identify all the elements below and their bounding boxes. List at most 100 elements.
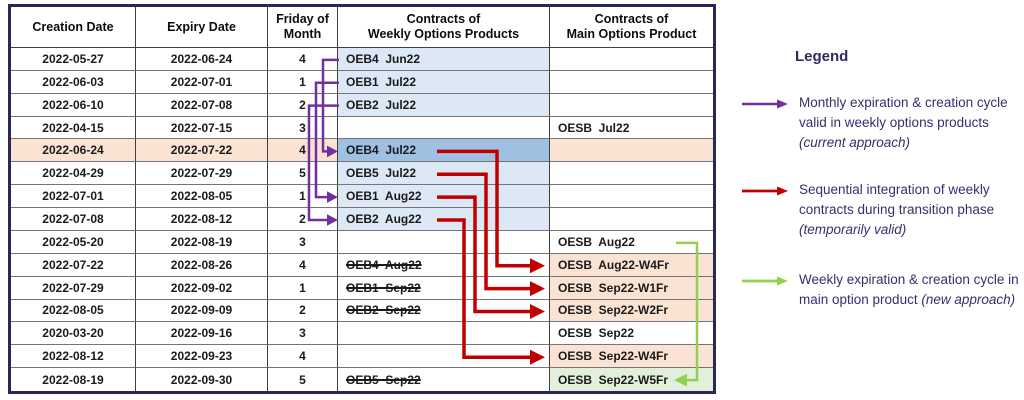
creation-date-cell: 2022-07-29 — [11, 276, 136, 300]
main-contract-cell: OESB Sep22-W5Fr — [550, 368, 713, 391]
expiry-date-cell: 2022-07-08 — [136, 93, 268, 117]
legend-label: Sequential integration of weekly contrac… — [799, 182, 995, 217]
creation-date-cell: 2022-04-29 — [11, 162, 136, 186]
expiry-date-cell: 2022-09-30 — [136, 368, 268, 391]
purple-arrow-icon — [742, 99, 788, 109]
creation-date-cell: 2022-07-22 — [11, 253, 136, 277]
weekly-contract-cell: OEB4 Jun22 — [338, 48, 550, 71]
creation-date-cell: 2022-07-08 — [11, 208, 136, 231]
weekly-contract-cell — [338, 230, 550, 254]
legend-title: Legend — [795, 48, 849, 65]
friday-of-month-cell: 1 — [268, 185, 338, 209]
legend-emphasis: (current approach) — [799, 135, 911, 150]
weekly-contract-cell — [338, 345, 550, 369]
weekly-contract-cell: OEB4 Jul22 — [338, 139, 550, 163]
main-contract-cell — [550, 185, 713, 209]
weekly-contract-cell: OEB1 Aug22 — [338, 185, 550, 209]
expiry-date-cell: 2022-08-19 — [136, 230, 268, 254]
expiry-date-cell: 2022-09-02 — [136, 276, 268, 300]
friday-of-month-cell: 4 — [268, 48, 338, 71]
main-contract-cell: OESB Aug22-W4Fr — [550, 253, 713, 277]
main-contract-cell — [550, 162, 713, 186]
creation-date-cell: 2022-07-01 — [11, 185, 136, 209]
friday-of-month-cell: 4 — [268, 139, 338, 163]
main-contract-cell: OESB Sep22-W4Fr — [550, 345, 713, 369]
creation-date-cell: 2022-08-19 — [11, 368, 136, 391]
main-contract-cell: OESB Jul22 — [550, 117, 713, 140]
expiry-date-cell: 2022-08-26 — [136, 253, 268, 277]
expiry-date-cell: 2022-07-22 — [136, 139, 268, 163]
friday-of-month-cell: 5 — [268, 368, 338, 391]
main-contract-cell — [550, 208, 713, 231]
expiry-date-cell: 2022-06-24 — [136, 48, 268, 71]
creation-date-cell: 2022-06-10 — [11, 93, 136, 117]
friday-of-month-cell: 1 — [268, 70, 338, 94]
friday-of-month-cell: 3 — [268, 322, 338, 346]
legend-emphasis: (new approach) — [921, 292, 1016, 307]
friday-of-month-cell: 3 — [268, 230, 338, 254]
creation-date-cell: 2022-08-12 — [11, 345, 136, 369]
expiry-date-cell: 2022-07-29 — [136, 162, 268, 186]
creation-date-cell: 2022-06-03 — [11, 70, 136, 94]
legend-item-monthly: Monthly expiration & creation cycle vali… — [740, 93, 1024, 153]
column-header: Creation Date — [11, 7, 136, 48]
weekly-contract-cell: OEB5 Sep22 — [338, 368, 550, 391]
weekly-contract-cell: OEB2 Jul22 — [338, 93, 550, 117]
creation-date-cell: 2022-05-27 — [11, 48, 136, 71]
friday-of-month-cell: 5 — [268, 162, 338, 186]
main-contract-cell: OESB Sep22-W1Fr — [550, 276, 713, 300]
weekly-contract-cell — [338, 322, 550, 346]
friday-of-month-cell: 1 — [268, 276, 338, 300]
legend-label: Monthly expiration & creation cycle vali… — [799, 95, 1008, 130]
main-contract-cell: OESB Sep22-W2Fr — [550, 299, 713, 323]
column-header: Contracts of Weekly Options Products — [338, 7, 550, 48]
weekly-contract-cell — [338, 116, 550, 140]
column-header: Expiry Date — [136, 7, 268, 48]
legend-item-text: Sequential integration of weekly contrac… — [799, 180, 1024, 240]
main-contract-cell — [550, 139, 713, 163]
friday-of-month-cell: 2 — [268, 93, 338, 117]
legend-label: Weekly expiration & creation cycle in ma… — [799, 272, 1019, 307]
main-contract-cell: OESB Sep22 — [550, 322, 713, 346]
creation-date-cell: 2022-08-05 — [11, 299, 136, 323]
expiry-date-cell: 2022-07-01 — [136, 70, 268, 94]
column-header: Friday of Month — [268, 7, 338, 48]
column-header: Contracts of Main Options Product — [550, 7, 713, 48]
legend-emphasis: (temporarily valid) — [799, 222, 907, 237]
creation-date-cell: 2020-03-20 — [11, 322, 136, 346]
expiry-date-cell: 2022-09-09 — [136, 299, 268, 323]
green-arrow-tip — [777, 276, 788, 286]
expiry-date-cell: 2022-09-23 — [136, 345, 268, 369]
main-contract-cell — [550, 71, 713, 94]
weekly-contract-cell: OEB1 Sep22 — [338, 276, 550, 300]
purple-arrow-tip — [777, 99, 788, 109]
expiry-date-cell: 2022-07-15 — [136, 116, 268, 140]
expiry-date-cell: 2022-08-12 — [136, 208, 268, 231]
red-arrow-tip — [777, 186, 788, 196]
friday-of-month-cell: 4 — [268, 253, 338, 277]
weekly-contract-cell: OEB1 Jul22 — [338, 70, 550, 94]
main-contract-cell: OESB Aug22 — [550, 231, 713, 254]
main-contract-cell — [550, 48, 713, 71]
expiry-date-cell: 2022-08-05 — [136, 185, 268, 209]
green-arrow-icon — [742, 276, 788, 286]
friday-of-month-cell: 3 — [268, 116, 338, 140]
weekly-contract-cell: OEB4 Aug22 — [338, 253, 550, 277]
creation-date-cell: 2022-04-15 — [11, 116, 136, 140]
legend: Legend Monthly expiration & creation cyc… — [740, 40, 1022, 380]
friday-of-month-cell: 4 — [268, 345, 338, 369]
weekly-contract-cell: OEB2 Sep22 — [338, 299, 550, 323]
creation-date-cell: 2022-06-24 — [11, 139, 136, 163]
legend-item-text: Monthly expiration & creation cycle vali… — [799, 93, 1024, 153]
weekly-contract-cell: OEB2 Aug22 — [338, 208, 550, 231]
friday-of-month-cell: 2 — [268, 208, 338, 231]
main-contract-cell — [550, 94, 713, 117]
legend-item-text: Weekly expiration & creation cycle in ma… — [799, 270, 1024, 310]
red-arrow-icon — [742, 186, 788, 196]
expiry-date-cell: 2022-09-16 — [136, 322, 268, 346]
legend-item-weekly: Weekly expiration & creation cycle in ma… — [740, 270, 1024, 310]
weekly-contract-cell: OEB5 Jul22 — [338, 162, 550, 186]
